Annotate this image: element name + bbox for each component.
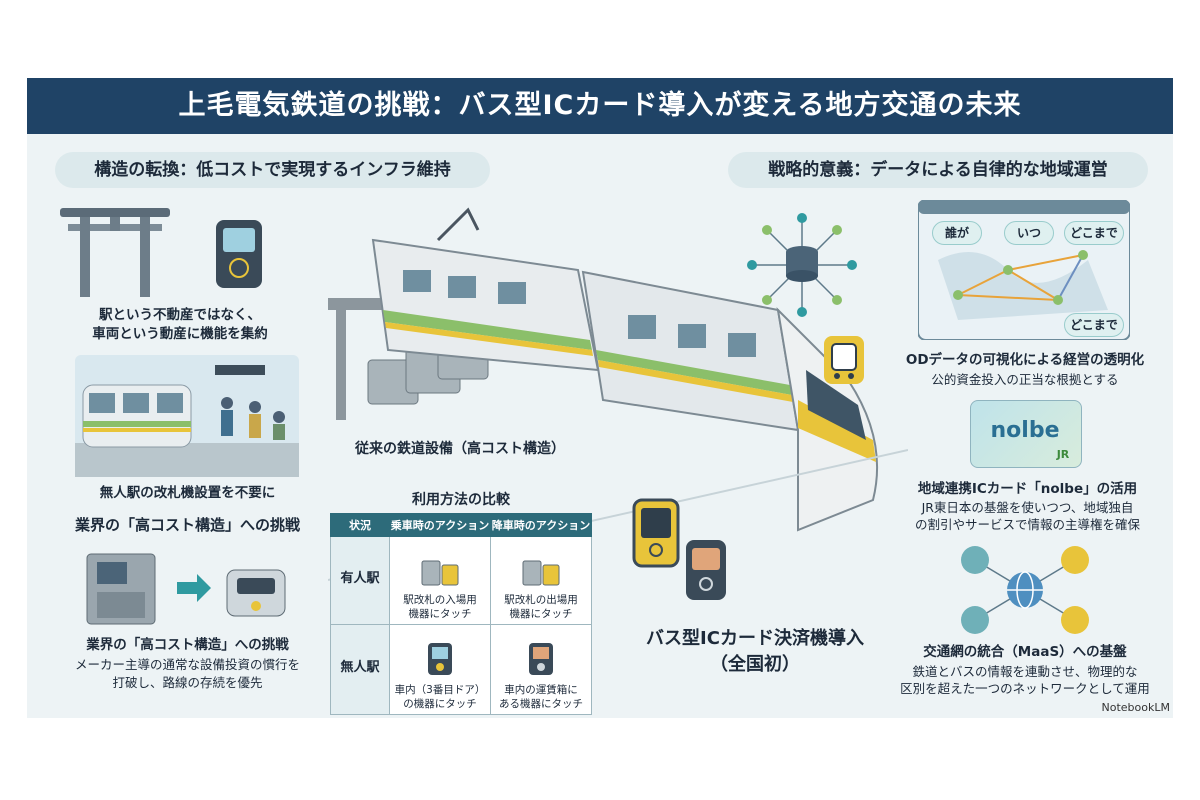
left-item1-caption-2: 車両という動産に機能を集約 xyxy=(92,326,268,342)
ic-card-reader-icon xyxy=(216,220,262,288)
map-chip-when: いつ xyxy=(1004,221,1054,245)
cell-line: ある機器にタッチ xyxy=(499,698,583,710)
cell-line: 機器にタッチ xyxy=(509,608,573,620)
right-item2-sub-2: の割引やサービスで情報の主導権を確保 xyxy=(914,517,1140,532)
right-item3-sub-1: 鉄道とバスの情報を連動させ、物理的な xyxy=(912,664,1138,679)
notebooklm-brand: NotebookLM xyxy=(1101,701,1170,714)
nolbe-card-brand: nolbe xyxy=(990,418,1060,443)
right-item2-caption: 地域連携ICカード「nolbe」の活用 xyxy=(917,481,1138,497)
fare-box-reader-icon xyxy=(529,643,553,675)
train-illustration xyxy=(328,207,908,581)
bus-ic-label-2: （全国初） xyxy=(710,654,800,675)
left-section-header: 構造の転換：低コストで実現するインフラ維持 xyxy=(55,152,490,188)
title-bar xyxy=(27,78,1173,134)
bus-ic-reader-icon xyxy=(632,498,680,568)
gate-exit-icon xyxy=(522,560,560,586)
cell-line: 駅改札の入場用 xyxy=(403,594,477,606)
gate-entry-icon xyxy=(421,560,459,586)
table-cell: 駅改札の出場用 機器にタッチ xyxy=(490,536,592,625)
map-chip-where: どこまで xyxy=(1064,313,1124,337)
table-cell: 駅改札の入場用 機器にタッチ xyxy=(389,536,491,625)
left-item3-sub-2: 打破し、路線の存続を優先 xyxy=(112,675,263,690)
left-item3-heading: 業界の「高コスト構造」への挑戦 xyxy=(74,516,300,534)
unmanned-station-illustration xyxy=(75,355,299,477)
cell-line: 車内の運賃箱に xyxy=(504,684,578,696)
left-item3-caption: 業界の「高コスト構造」への挑戦 xyxy=(86,637,289,653)
onboard-reader-icon xyxy=(428,643,452,675)
cell-line: の機器にタッチ xyxy=(403,698,477,710)
table-header: 乗車時のアクション xyxy=(389,513,491,537)
page-title: 上毛電気鉄道の挑戦：バス型ICカード導入が変える地方交通の未来 xyxy=(178,90,1022,121)
table-cell: 車内の運賃箱に ある機器にタッチ xyxy=(490,624,592,715)
comparison-table: 状況 乗車時のアクション 降車時のアクション 有人駅 駅改札の入場用 機器にタッ… xyxy=(330,513,592,715)
cell-line: 車内（3番目ドア） xyxy=(394,684,486,696)
right-item1-caption: ODデータの可視化による経営の透明化 xyxy=(905,352,1145,368)
comparison-table-title: 利用方法の比較 xyxy=(412,492,510,508)
left-item3-sub-1: メーカー主導の通常な設備投資の慣行を xyxy=(74,657,300,672)
table-row: 有人駅 駅改札の入場用 機器にタッチ 駅改札の出場用 機器にタッチ xyxy=(330,536,592,625)
cell-line: 駅改札の出場用 xyxy=(504,594,578,606)
right-item2-sub-1: JR東日本の基盤を使いつつ、地域独自 xyxy=(921,500,1134,515)
table-header-row: 状況 乗車時のアクション 降車時のアクション xyxy=(330,513,592,537)
map-chip-where: どこまで xyxy=(1064,221,1124,245)
table-row: 無人駅 車内（3番目ドア） の機器にタッチ 車内の運賃箱に ある機器にタッチ xyxy=(330,624,592,715)
right-item3-sub-2: 区別を超えた一つのネットワークとして運用 xyxy=(900,681,1150,696)
maas-network-icon xyxy=(961,546,1089,634)
right-section-header: 戦略的意義：データによる自律的な地域運営 xyxy=(728,152,1148,188)
torii-gate-icon xyxy=(60,208,170,297)
right-item3-caption: 交通網の統合（MaaS）への基盤 xyxy=(923,644,1127,660)
left-item1-caption-1: 駅という不動産ではなく、 xyxy=(99,307,261,323)
legacy-equipment-label: 従来の鉄道設備（高コスト構造） xyxy=(355,441,565,457)
nolbe-card-jr: JR xyxy=(1056,448,1070,461)
right-item1-sub: 公的資金投入の正当な根拠とする xyxy=(931,372,1119,387)
row-label: 無人駅 xyxy=(330,624,390,715)
row-label: 有人駅 xyxy=(330,536,390,625)
cell-line: 機器にタッチ xyxy=(408,608,472,620)
bus-ic-label-1: バス型ICカード決済機導入 xyxy=(646,628,864,649)
database-network-icon xyxy=(747,213,857,317)
map-chip-who: 誰が xyxy=(932,221,982,245)
ic-terminal-icon xyxy=(686,540,726,600)
table-cell: 車内（3番目ドア） の機器にタッチ xyxy=(389,624,491,715)
nolbe-card xyxy=(970,400,1082,468)
table-header: 降車時のアクション xyxy=(490,513,592,537)
bus-icon xyxy=(824,336,864,384)
table-header: 状況 xyxy=(330,513,390,537)
left-item2-caption: 無人駅の改札機設置を不要に xyxy=(99,485,276,501)
high-cost-to-low-cost-illustration xyxy=(86,553,286,625)
